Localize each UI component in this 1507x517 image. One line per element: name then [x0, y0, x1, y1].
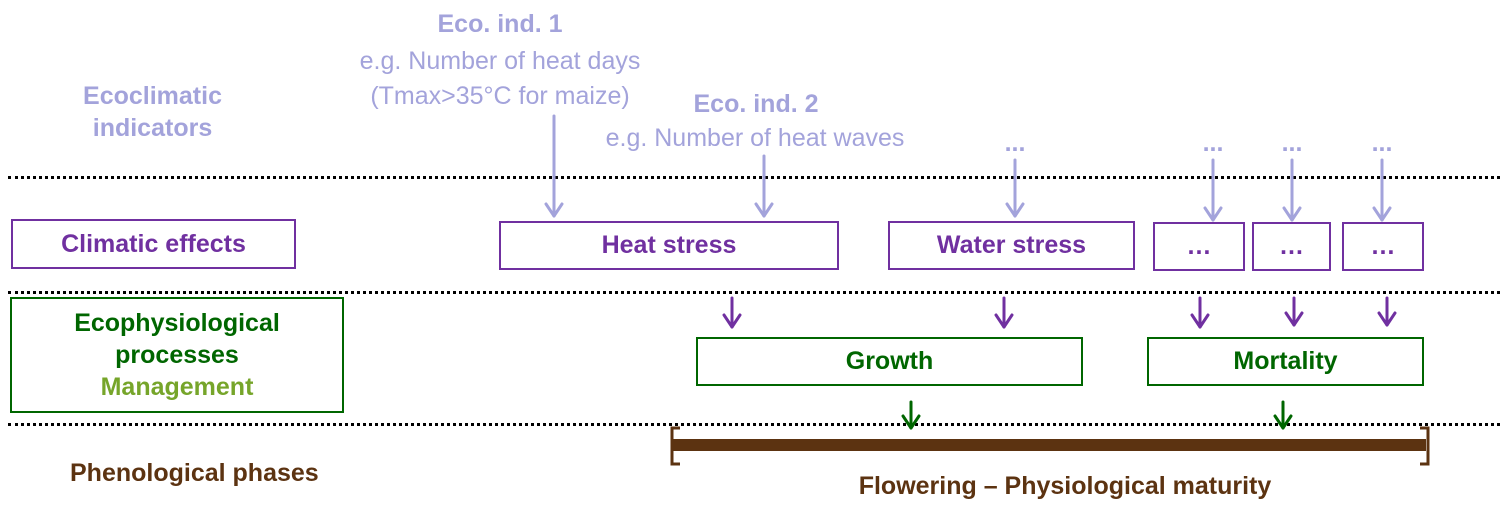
arrow-ind3-to-water	[1005, 158, 1025, 218]
separator-line	[8, 291, 1500, 294]
heat-stress-box: Heat stress	[499, 221, 839, 270]
indicator-more: ...	[1004, 129, 1026, 157]
row-label-line: indicators	[92, 114, 213, 142]
arrow-ind1-to-heat	[544, 114, 564, 218]
phase-bar	[670, 426, 1430, 466]
effect-more-box: …	[1153, 222, 1245, 271]
row-label-line: Ecoclimatic	[83, 82, 222, 110]
indicator-1-desc: (Tmax>35°C for maize)	[370, 82, 630, 110]
indicator-1-title: Eco. ind. 1	[437, 10, 563, 38]
arrow-ind5	[1282, 158, 1302, 222]
row-label-ecophysiological: Ecophysiological	[74, 309, 280, 337]
growth-box: Growth	[696, 337, 1083, 386]
arrow-water-to-growth	[994, 296, 1014, 329]
arrow-ind2-to-heat	[754, 154, 774, 218]
arrow-effect-to-mortality	[1377, 296, 1397, 327]
water-stress-label: Water stress	[936, 231, 1087, 259]
growth-label: Growth	[845, 347, 934, 375]
indicator-more: ...	[1202, 129, 1224, 157]
indicator-2-desc: e.g. Number of heat waves	[605, 124, 905, 152]
indicator-2-title: Eco. ind. 2	[693, 90, 819, 118]
arrow-growth-to-phase	[901, 400, 921, 430]
arrow-ind6	[1372, 158, 1392, 222]
indicator-1-desc: e.g. Number of heat days	[359, 47, 641, 75]
arrow-effect-to-mortality	[1190, 296, 1210, 329]
separator-line	[8, 176, 1500, 179]
effect-more-box: …	[1252, 222, 1331, 271]
ecophysiological-label-box: Ecophysiological processes Management	[10, 297, 344, 413]
arrow-effect-to-mortality	[1284, 296, 1304, 327]
effect-more-label: …	[1370, 232, 1396, 260]
separator-line	[8, 423, 1500, 426]
water-stress-box: Water stress	[888, 221, 1135, 270]
mortality-label: Mortality	[1233, 347, 1338, 375]
indicator-more: ...	[1281, 129, 1303, 157]
row-label-processes: processes	[115, 341, 239, 369]
effect-more-label: …	[1279, 232, 1304, 260]
indicator-more: ...	[1371, 129, 1393, 157]
row-label-phenological: Phenological phases	[70, 459, 319, 487]
effect-more-box: …	[1342, 222, 1424, 271]
climatic-effects-label-box: Climatic effects	[11, 219, 296, 269]
heat-stress-label: Heat stress	[601, 231, 737, 259]
phase-label: Flowering – Physiological maturity	[858, 472, 1272, 500]
arrow-mortality-to-phase	[1273, 400, 1293, 430]
arrow-heat-to-growth	[722, 296, 742, 329]
row-label-management: Management	[100, 373, 254, 401]
arrow-ind4	[1203, 158, 1223, 222]
row-label-climatic-effects: Climatic effects	[61, 229, 246, 258]
mortality-box: Mortality	[1147, 337, 1424, 386]
effect-more-label: …	[1186, 232, 1212, 260]
row-label-ecoclimatic: Ecoclimatic indicators	[40, 80, 265, 144]
